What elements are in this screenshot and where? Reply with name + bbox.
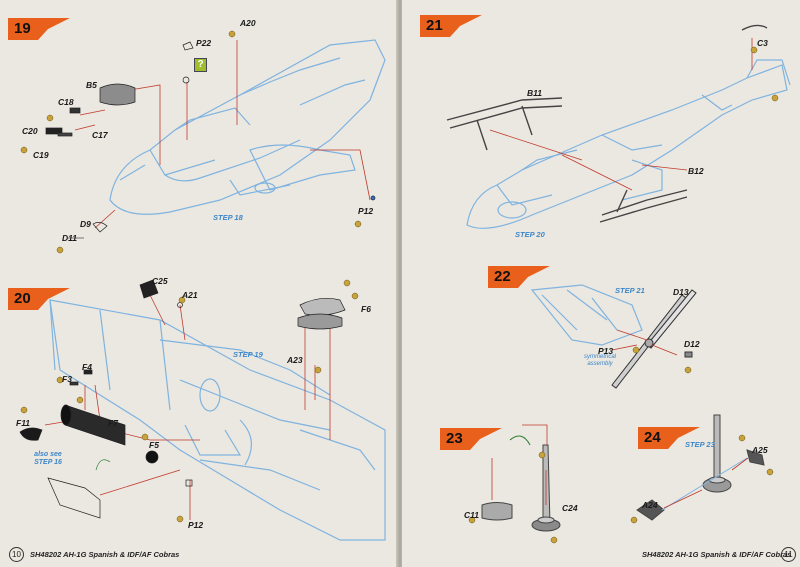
step-23-number: 23	[446, 430, 463, 447]
step-20-number: 20	[14, 290, 31, 307]
step-19-number: 19	[14, 20, 31, 37]
step-23-flag: 23	[440, 428, 502, 450]
step-23-flag-shape	[440, 428, 502, 450]
part-label: P12	[188, 520, 204, 530]
step-20-flag-shape	[8, 288, 70, 310]
step23-leader-lines	[491, 424, 548, 505]
part-label: A24	[642, 500, 658, 510]
part-label: C24	[562, 503, 578, 513]
right-footer-title: SH48202 AH-1G Spanish & IDF/AF Cobras	[642, 550, 792, 559]
step24-leader-lines	[663, 457, 749, 509]
step20-fuselage-drawing	[49, 299, 386, 541]
step-19-flag-shape	[8, 18, 70, 40]
step21-parts	[446, 24, 768, 223]
part-label: B11	[527, 88, 542, 98]
step-19-reference: STEP 18	[213, 213, 243, 222]
note-line: assembly	[587, 361, 613, 367]
step22-leader-lines	[611, 329, 678, 356]
part-label: F4	[82, 362, 92, 372]
part-label: D9	[80, 219, 91, 229]
step-22-flag-shape	[488, 266, 550, 288]
part-label: C18	[58, 97, 74, 107]
part-label: C17	[92, 130, 108, 140]
note-line: STEP 16	[34, 459, 62, 466]
step22-parts	[611, 289, 697, 389]
step22-rotor-drawing	[530, 284, 643, 346]
book-gutter	[396, 0, 404, 567]
step-21-reference: STEP 20	[515, 230, 545, 239]
step-19-flag: 19	[8, 18, 70, 40]
right-page-number: 11	[781, 547, 796, 562]
part-label: A23	[287, 355, 303, 365]
step21-leader-lines	[489, 38, 753, 191]
part-label: C3	[757, 38, 768, 48]
part-label: C19	[33, 150, 49, 160]
step-22-number: 22	[494, 268, 511, 285]
part-label: B12	[688, 166, 704, 176]
step-20-reference: STEP 19	[233, 350, 263, 359]
step-22-reference: STEP 21	[615, 286, 645, 295]
step-22-note: symmetrical assembly	[572, 354, 628, 368]
part-label: C25	[152, 276, 168, 286]
step-21-number: 21	[426, 17, 443, 34]
part-label: F5	[149, 440, 159, 450]
part-label: P13	[598, 346, 614, 356]
part-label: P22	[196, 38, 212, 48]
bolt-markers-right	[468, 46, 779, 544]
left-page-number: 10	[9, 547, 24, 562]
part-label: F7	[108, 418, 118, 428]
step19-parts	[45, 41, 376, 239]
step20-parts	[19, 279, 346, 519]
step-21-flag: 21	[420, 15, 482, 37]
right-page-line-art	[446, 24, 791, 544]
step-20-note: also see STEP 16	[28, 451, 68, 467]
part-label: A25	[752, 445, 768, 455]
right-page: 21 C3 B11 B12 STEP 20 22 STEP 21 D13 D12…	[402, 0, 800, 567]
step-24-reference: STEP 23	[685, 440, 715, 449]
step-24-number: 24	[644, 429, 661, 446]
part-label: D12	[684, 339, 700, 349]
left-page-line-art	[19, 30, 386, 541]
part-label: A20	[240, 18, 256, 28]
part-label: C20	[22, 126, 38, 136]
note-line: also see	[34, 451, 62, 458]
step24-parts	[636, 414, 765, 521]
note-line: symmetrical	[583, 354, 616, 360]
part-label: B5	[86, 80, 97, 90]
part-label: F6	[361, 304, 371, 314]
step-24-flag: 24	[638, 427, 700, 449]
part-label: A21	[182, 290, 198, 300]
part-label: P12	[358, 206, 374, 216]
step23-parts	[481, 435, 561, 532]
step-22-flag: 22	[488, 266, 550, 288]
step-24-flag-shape	[638, 427, 700, 449]
step19-fuselage-drawing	[109, 39, 386, 215]
step-21-flag-shape	[420, 15, 482, 37]
step-20-flag: 20	[8, 288, 70, 310]
left-page: 19 B5 C18 C20 C19 C17 P22 A20 D9 D11 P12…	[0, 0, 398, 567]
question-mark-icon: ?	[194, 58, 207, 72]
part-label: C11	[464, 510, 479, 520]
step19-leader-lines	[74, 40, 371, 229]
part-label: F3	[62, 374, 72, 384]
step20-leader-lines	[44, 294, 331, 520]
part-label: F11	[16, 418, 31, 428]
step21-fuselage-drawing	[466, 59, 791, 229]
part-label: D13	[673, 287, 689, 297]
left-footer-title: SH48202 AH-1G Spanish & IDF/AF Cobras	[30, 550, 180, 559]
bolt-markers-left	[20, 30, 362, 523]
part-label: D11	[62, 233, 77, 243]
